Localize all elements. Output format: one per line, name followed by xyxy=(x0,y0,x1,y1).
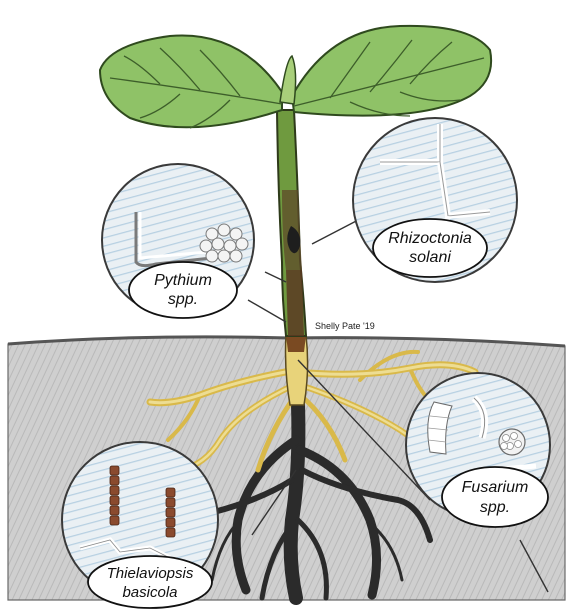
thielaviopsis-label-line1: Thielaviopsis xyxy=(107,565,194,582)
fusarium-label-line1: Fusarium xyxy=(462,479,529,496)
fusarium-label-bubble: Fusarium spp. xyxy=(442,467,548,527)
thielaviopsis-label-line2: basicola xyxy=(122,584,177,601)
growing-tip xyxy=(280,56,296,104)
pythium-label-bubble: Pythium spp. xyxy=(129,262,237,318)
fusarium-label-line2: spp. xyxy=(480,499,510,516)
left-leaf xyxy=(100,35,282,127)
chlamydospore-chain-right xyxy=(166,488,175,537)
artist-signature: Shelly Pate '19 xyxy=(315,321,375,331)
rhizoctonia-label-line2: solani xyxy=(409,249,451,266)
rhizoctonia-label-line1: Rhizoctonia xyxy=(388,230,472,247)
pythium-label-line1: Pythium xyxy=(154,272,212,289)
right-leaf xyxy=(292,26,491,116)
rhizoctonia-label-bubble: Rhizoctonia solani xyxy=(373,219,487,277)
pythium-label-line2: spp. xyxy=(168,291,198,308)
oospore-cluster xyxy=(200,224,248,262)
thielaviopsis-label-bubble: Thielaviopsis basicola xyxy=(88,556,212,608)
